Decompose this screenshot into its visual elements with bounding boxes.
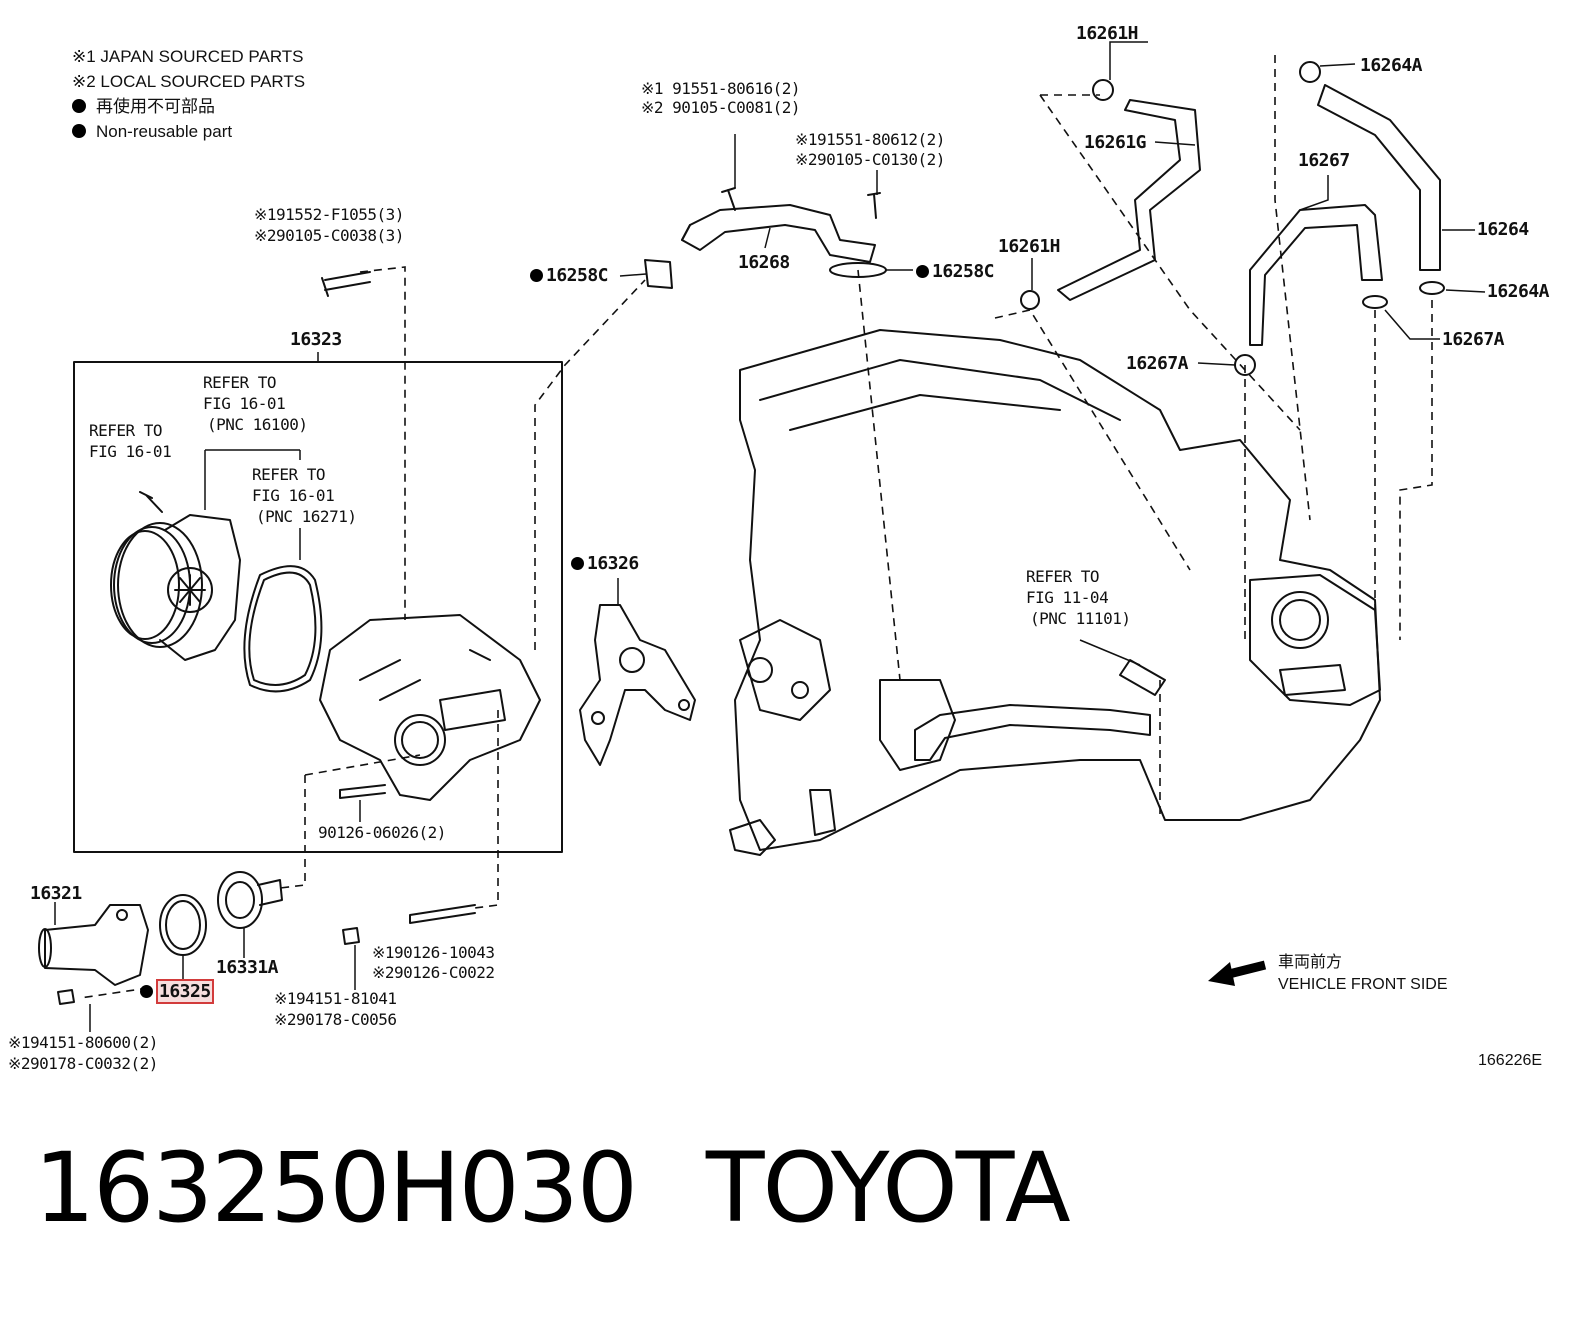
label-bolt2-local[interactable]: ※290105-C0130(2) [795, 150, 945, 169]
hose-16267 [1249, 204, 1383, 346]
refer4-line2: FIG 11-04 [1026, 588, 1109, 607]
refer2-line1: REFER TO [89, 421, 163, 440]
bottom-bolt [57, 989, 75, 1005]
nonreusable-dot-icon [140, 985, 153, 998]
label-16258c-right[interactable]: 16258C [916, 262, 995, 282]
throttle-body [1249, 574, 1381, 706]
refer1-line1: REFER TO [203, 373, 277, 392]
gasket-16258c-left [644, 259, 673, 289]
label-bolt3-local[interactable]: ※290105-C0038(3) [254, 226, 404, 245]
clamp-16261h-top [1092, 79, 1114, 101]
pump-o-ring [243, 565, 323, 693]
part-number: 163250H030 [34, 1132, 638, 1244]
bypass-pipe [681, 204, 876, 263]
side-pipe [1119, 659, 1166, 696]
label-stud1[interactable]: 90126-06026(2) [318, 823, 446, 842]
clamp-16261h-mid [1020, 290, 1040, 310]
label-16325[interactable]: 16325 [140, 979, 214, 1004]
clamp-16264a-top [1299, 61, 1321, 83]
refer1-line2: FIG 16-01 [203, 394, 286, 413]
nonreusable-dot-icon [530, 269, 543, 282]
legend-nonreusable-jp: 再使用不可部品 [72, 94, 305, 119]
label-16267a-left[interactable]: 16267A [1126, 353, 1189, 374]
stud-1 [339, 784, 386, 799]
footer-title: 163250H030 TOYOTA [34, 1132, 1139, 1244]
refer3-line2: FIG 16-01 [252, 486, 335, 505]
parts-diagram [38, 41, 1486, 1032]
refer1-line3: (PNC 16100) [207, 415, 308, 434]
label-16264[interactable]: 16264 [1477, 219, 1529, 240]
label-bolt4-local[interactable]: ※290178-C0032(2) [8, 1054, 158, 1073]
legend-local: ※2 LOCAL SOURCED PARTS [72, 72, 306, 91]
water-pump-pulley [110, 514, 241, 661]
highlighted-part[interactable]: 16325 [156, 979, 214, 1004]
hose-16264 [1317, 84, 1441, 271]
lower-pipe [914, 704, 1151, 761]
refer4-line1: REFER TO [1026, 567, 1100, 586]
label-stud2-jp[interactable]: ※190126-10043 [372, 943, 495, 962]
legend: ※1 JAPAN SOURCED PARTS ※2 LOCAL SOURCED … [72, 44, 305, 144]
brand-name: TOYOTA [705, 1132, 1071, 1244]
label-16261g[interactable]: 16261G [1084, 132, 1147, 153]
label-16267a-right[interactable]: 16267A [1442, 329, 1505, 350]
clamp-16267a-right [1362, 295, 1388, 309]
label-16261h-mid[interactable]: 16261H [998, 236, 1061, 257]
label-16321[interactable]: 16321 [30, 883, 82, 904]
label-16261h-top[interactable]: 16261H [1076, 23, 1139, 44]
bolt-top-1 [721, 187, 736, 211]
label-16258c-left[interactable]: 16258C [530, 266, 609, 286]
label-16264a-right[interactable]: 16264A [1487, 281, 1550, 302]
label-bolt1-local[interactable]: ※2 90105-C0081(2) [641, 98, 801, 117]
legend-nonreusable-en: Non-reusable part [72, 119, 305, 144]
legend-japan: ※1 JAPAN SOURCED PARTS [72, 47, 304, 66]
label-16331a[interactable]: 16331A [216, 957, 279, 978]
label-16264a-top[interactable]: 16264A [1360, 55, 1423, 76]
clamp-16264a-right [1419, 281, 1445, 295]
label-16267[interactable]: 16267 [1298, 150, 1350, 171]
long-stud [409, 904, 476, 924]
vehicle-front-note: 車両前方 VEHICLE FRONT SIDE [1278, 952, 1448, 996]
label-nut1-jp[interactable]: ※194151-81041 [274, 989, 397, 1008]
thermostat [217, 871, 283, 929]
refer3-line3: (PNC 16271) [256, 507, 357, 526]
front-arrow [1208, 960, 1267, 986]
label-bolt1-jp[interactable]: ※1 91551-80616(2) [641, 79, 801, 98]
hose-16261g [1057, 99, 1201, 301]
engine-block [729, 329, 1381, 856]
label-16326[interactable]: 16326 [571, 554, 639, 574]
nonreusable-dot-icon [571, 557, 584, 570]
thermostat-housing [38, 904, 149, 986]
label-16323[interactable]: 16323 [290, 329, 342, 350]
nonreusable-dot-icon [72, 124, 86, 138]
label-bolt4-jp[interactable]: ※194151-80600(2) [8, 1033, 158, 1052]
leader-lines [79, 55, 1433, 999]
refer4-line3: (PNC 11101) [1030, 609, 1131, 628]
vehicle-front-en: VEHICLE FRONT SIDE [1278, 976, 1448, 993]
nonreusable-dot-icon [72, 99, 86, 113]
vehicle-front-jp: 車両前方 [1278, 954, 1343, 971]
label-stud2-local[interactable]: ※290126-C0022 [372, 963, 495, 982]
bolt-top-2 [867, 192, 881, 219]
nonreusable-dot-icon [916, 265, 929, 278]
label-bolt2-jp[interactable]: ※191551-80612(2) [795, 130, 945, 149]
label-nut1-local[interactable]: ※290178-C0056 [274, 1010, 397, 1029]
refer3-line1: REFER TO [252, 465, 326, 484]
bolt-left-1 [321, 271, 371, 297]
pump-bolt [139, 491, 163, 513]
pump-housing [319, 614, 541, 801]
label-bolt3-jp[interactable]: ※191552-F1055(3) [254, 205, 404, 224]
refer2-line2: FIG 16-01 [89, 442, 172, 461]
figure-code: 166226E [1478, 1052, 1543, 1069]
nut [342, 927, 360, 945]
label-16268[interactable]: 16268 [738, 252, 790, 273]
gasket-16326 [579, 604, 696, 766]
